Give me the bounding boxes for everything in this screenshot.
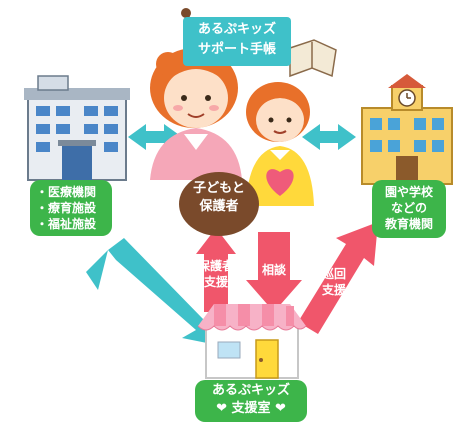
visit-label-line-1: 巡回 xyxy=(321,267,346,281)
diagonal-teal-arrow xyxy=(86,238,222,346)
child-icon xyxy=(246,82,314,206)
right-double-arrow xyxy=(302,124,356,150)
education-box: 園や学校 などの 教育機関 xyxy=(372,180,446,238)
support-room-house-icon xyxy=(197,304,307,379)
education-line-2: などの xyxy=(390,201,427,215)
school-icon xyxy=(361,74,453,185)
support-room-line-1: あるぷキッズ xyxy=(211,383,290,398)
medical-line-2: ・療育施設 xyxy=(36,201,97,215)
child-parent-bubble: 子どもと 保護者 xyxy=(179,172,259,236)
notebook-icon xyxy=(289,39,337,78)
education-line-3: 教育機関 xyxy=(384,217,433,231)
support-up-arrow xyxy=(196,228,236,312)
bubble-line-1: 子どもと xyxy=(193,181,245,196)
education-line-1: 園や学校 xyxy=(384,185,433,199)
medical-line-1: ・医療機関 xyxy=(36,185,97,199)
support-room-line-2: ❤ 支援室 ❤ xyxy=(216,401,286,416)
title-line-1: あるぷキッズ xyxy=(197,22,276,37)
medical-line-3: ・福祉施設 xyxy=(36,217,97,231)
consult-down-arrow xyxy=(246,232,302,312)
title-box: あるぷキッズ サポート手帳 xyxy=(183,17,291,66)
support-arrow-label: 保護者 支援 xyxy=(190,258,242,290)
consult-label-line-1: 相談 xyxy=(261,263,286,277)
mother-icon xyxy=(150,48,242,180)
visit-arrow-label: 巡回 支援 xyxy=(314,266,354,298)
visit-label-line-2: 支援 xyxy=(321,283,346,297)
consult-arrow-label: 相談 xyxy=(254,262,294,278)
support-label-line-2: 支援 xyxy=(203,275,228,289)
support-label-line-1: 保護者 xyxy=(197,259,234,273)
bubble-line-2: 保護者 xyxy=(199,199,239,214)
support-room-box: あるぷキッズ ❤ 支援室 ❤ xyxy=(195,380,307,422)
medical-welfare-box: ・医療機関 ・療育施設 ・福祉施設 xyxy=(30,180,112,236)
title-line-2: サポート手帳 xyxy=(197,42,276,57)
hospital-icon xyxy=(24,75,130,181)
visit-diagonal-arrow xyxy=(298,222,378,334)
